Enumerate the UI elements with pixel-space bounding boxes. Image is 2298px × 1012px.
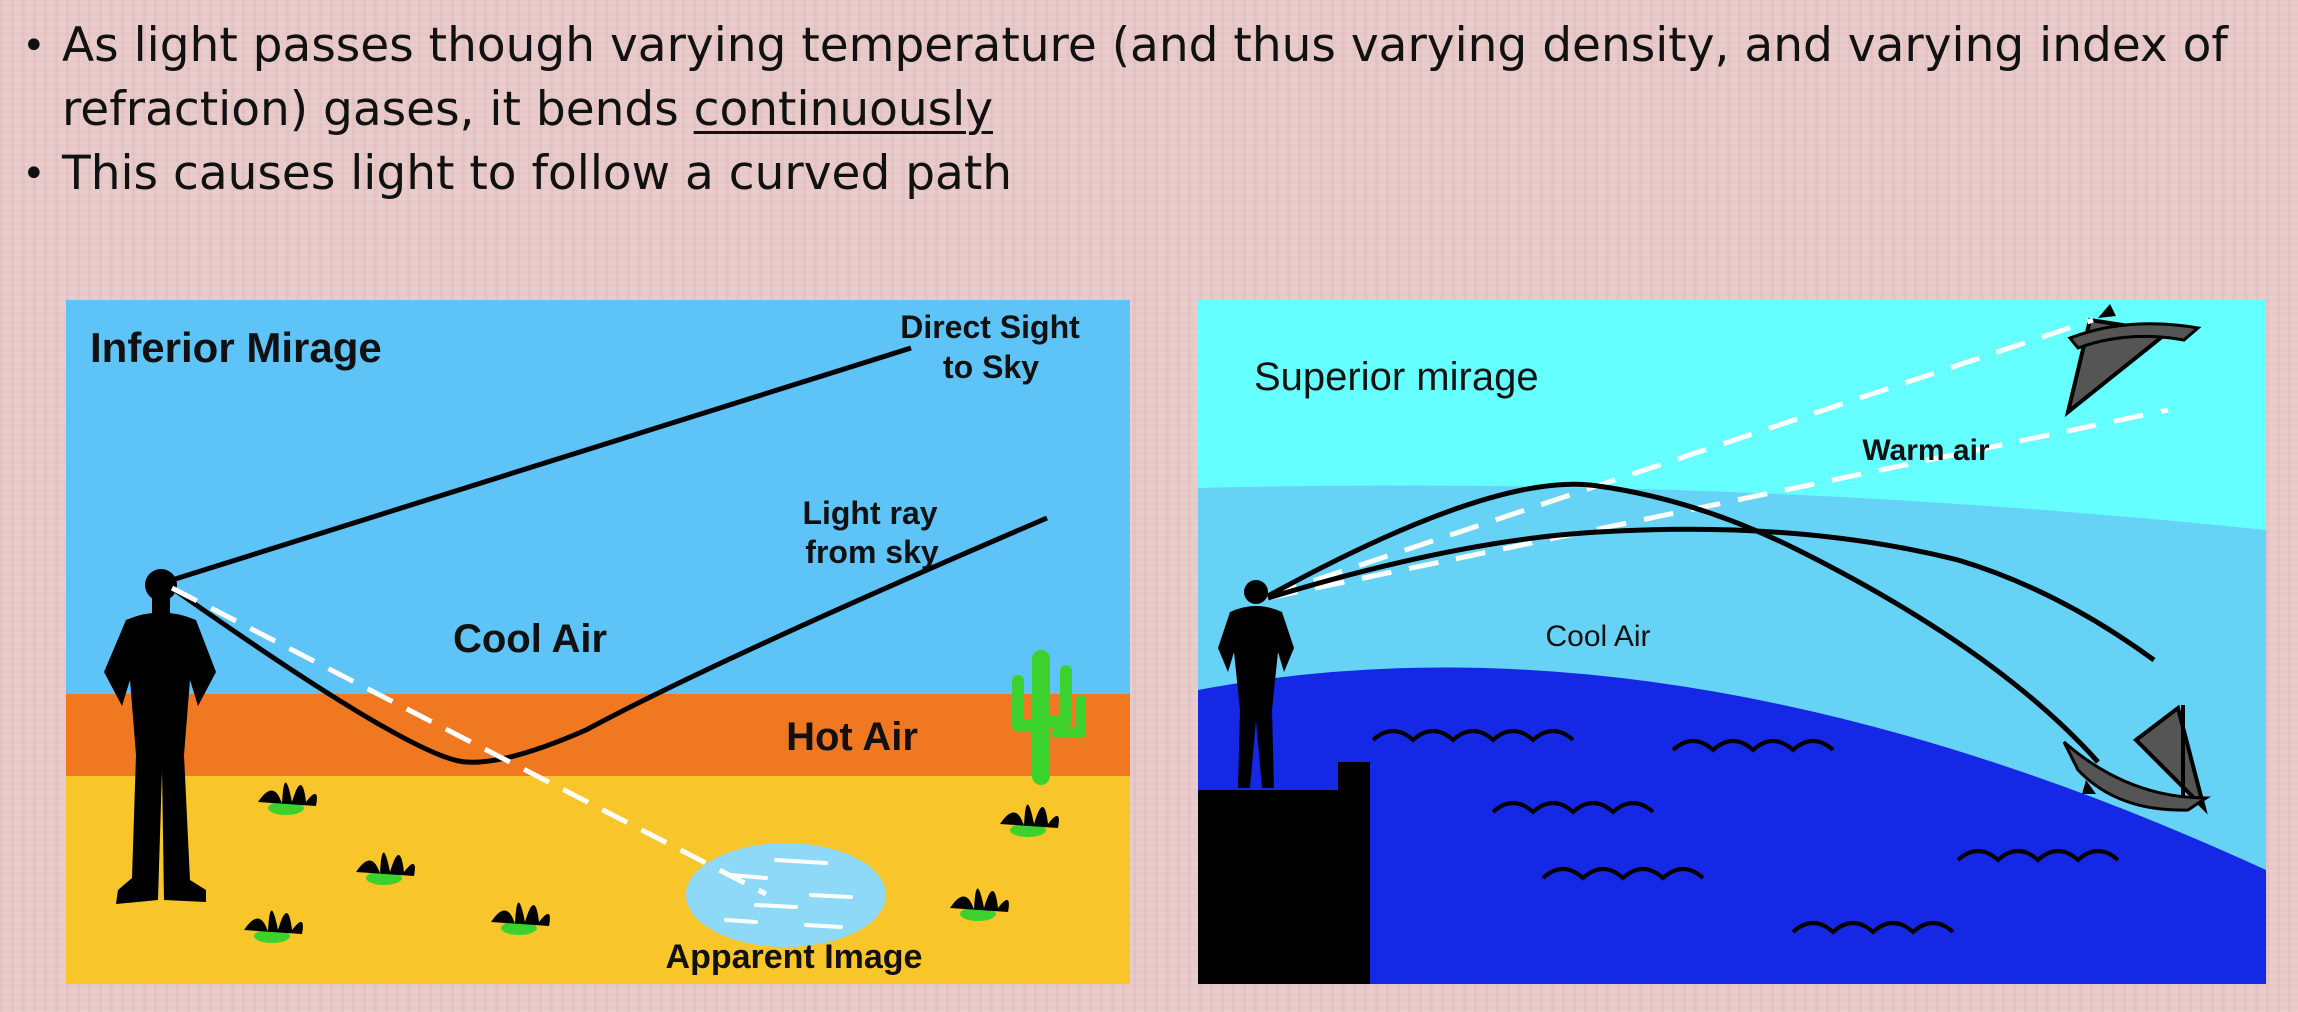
apparent-image-label: Apparent Image — [666, 938, 923, 976]
bullet-1-line-1: As light passes though varying temperatu… — [62, 18, 2228, 73]
plant — [258, 782, 317, 815]
pier — [1198, 762, 1370, 984]
ground-band — [66, 776, 1130, 984]
diagram-title: Superior mirage — [1254, 355, 1539, 399]
apparent-image-puddle — [686, 843, 886, 947]
bullet-item: • As light passes though varying tempera… — [22, 14, 2282, 142]
apparent-line-of-sight — [170, 585, 768, 897]
direct-sight-ray — [171, 345, 912, 583]
mirage-boat — [2064, 304, 2202, 418]
hot-air-label: Hot Air — [786, 715, 918, 759]
underlined-word: continuously — [693, 82, 994, 137]
bullet-list: • As light passes though varying tempera… — [22, 14, 2282, 206]
plant — [950, 888, 1009, 921]
plant — [244, 910, 303, 943]
plant — [356, 852, 415, 885]
warm-air-label: Warm air — [1862, 434, 1990, 467]
inferior-mirage-svg: Inferior Mirage Direct Sight to Sky Ligh… — [66, 300, 1130, 984]
sea — [1198, 667, 2266, 984]
bullet-1-line-2-text: refraction) gases, it bends — [62, 82, 694, 137]
observer-silhouette — [1218, 580, 1294, 788]
inferior-mirage-diagram: Inferior Mirage Direct Sight to Sky Ligh… — [66, 300, 1130, 984]
cactus — [1012, 650, 1086, 785]
curved-ray-from-sky — [170, 515, 1048, 765]
superior-mirage-svg: Superior mirage Warm air Cool Air — [1198, 300, 2266, 984]
diagram-title: Inferior Mirage — [90, 324, 382, 371]
cool-air-label: Cool Air — [1545, 620, 1650, 653]
curved-light-rays — [1266, 481, 2156, 764]
light-ray-label-line-1: Light ray — [802, 495, 937, 531]
hot-air-band — [66, 694, 1130, 776]
direct-sight-label-line-2: to Sky — [943, 349, 1039, 385]
sea-waves — [1371, 729, 2120, 935]
cool-air-label: Cool Air — [453, 617, 607, 661]
desert-plants — [244, 782, 1059, 943]
light-ray-label-line-2: from sky — [805, 534, 939, 570]
bullet-2-text: This causes light to follow a curved pat… — [62, 146, 1013, 201]
apparent-lines-of-sight — [1267, 317, 2169, 601]
bullet-1-line-2: refraction) gases, it bends continuously — [62, 78, 2282, 142]
plant — [491, 902, 550, 935]
sky-band — [66, 300, 1130, 694]
real-boat — [2062, 704, 2211, 815]
light-rays — [170, 345, 1048, 765]
superior-mirage-diagram: Superior mirage Warm air Cool Air — [1198, 300, 2266, 984]
bullet-item: • This causes light to follow a curved p… — [22, 142, 2282, 206]
observer-silhouette — [104, 569, 216, 904]
bullet-dot: • — [22, 23, 46, 69]
bullet-dot: • — [22, 151, 46, 197]
direct-sight-label-line-1: Direct Sight — [900, 309, 1080, 345]
plant — [1000, 804, 1059, 837]
